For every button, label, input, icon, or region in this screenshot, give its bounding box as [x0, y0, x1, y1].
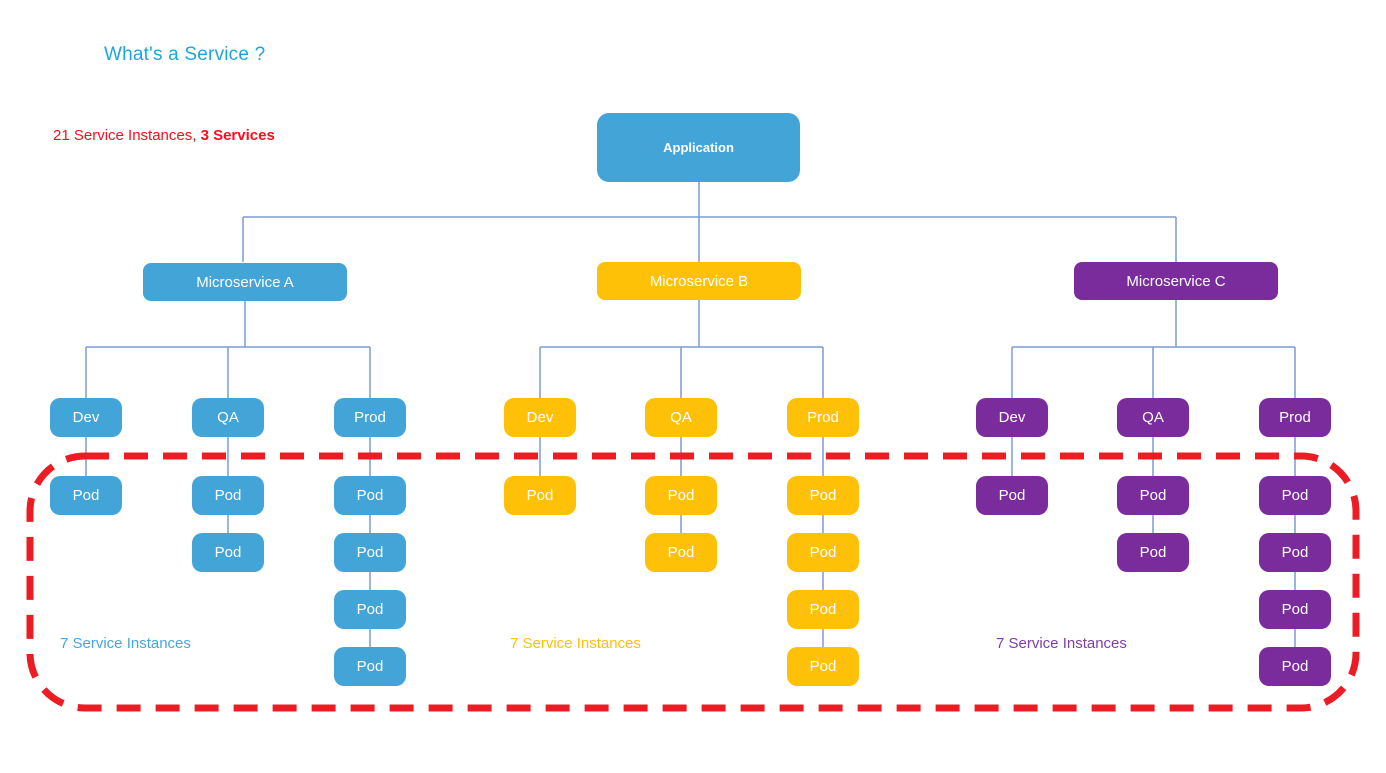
pod-node-c-prod-3: Pod	[1259, 590, 1331, 629]
microservice-c-node: Microservice C	[1074, 262, 1278, 300]
env-node-b-qa: QA	[645, 398, 717, 437]
microservice-b-node: Microservice B	[597, 262, 801, 300]
env-node-a-prod: Prod	[334, 398, 406, 437]
summary-label: 21 Service Instances, 3 Services	[53, 127, 275, 144]
instances-label-a: 7 Service Instances	[60, 635, 191, 652]
instances-label-c: 7 Service Instances	[996, 635, 1127, 652]
pod-node-c-qa-1: Pod	[1117, 476, 1189, 515]
application-tree-connectors	[242, 182, 1177, 262]
microservice-b-tree-connectors	[539, 300, 824, 647]
pod-node-b-qa-2: Pod	[645, 533, 717, 572]
pod-node-c-prod-2: Pod	[1259, 533, 1331, 572]
env-node-b-dev: Dev	[504, 398, 576, 437]
env-node-a-dev: Dev	[50, 398, 122, 437]
env-node-a-qa: QA	[192, 398, 264, 437]
pod-node-c-prod-4: Pod	[1259, 647, 1331, 686]
pod-node-a-qa-2: Pod	[192, 533, 264, 572]
pod-node-a-dev-1: Pod	[50, 476, 122, 515]
instances-label-b: 7 Service Instances	[510, 635, 641, 652]
env-node-c-qa: QA	[1117, 398, 1189, 437]
pod-node-b-prod-4: Pod	[787, 647, 859, 686]
pod-node-b-prod-3: Pod	[787, 590, 859, 629]
pods-boundary	[26, 452, 1360, 712]
pod-node-b-dev-1: Pod	[504, 476, 576, 515]
pod-node-c-prod-1: Pod	[1259, 476, 1331, 515]
pod-node-a-prod-2: Pod	[334, 533, 406, 572]
env-node-b-prod: Prod	[787, 398, 859, 437]
application-node: Application	[597, 113, 800, 182]
pod-node-b-qa-1: Pod	[645, 476, 717, 515]
page-title: What's a Service ?	[104, 44, 266, 65]
microservice-c-tree-connectors	[1011, 300, 1296, 647]
pod-node-c-qa-2: Pod	[1117, 533, 1189, 572]
summary-bold: 3 Services	[200, 127, 275, 144]
pod-node-a-prod-1: Pod	[334, 476, 406, 515]
pod-node-a-prod-3: Pod	[334, 590, 406, 629]
summary-prefix: 21 Service Instances,	[53, 127, 201, 144]
pod-node-c-dev-1: Pod	[976, 476, 1048, 515]
microservice-a-tree-connectors	[85, 301, 371, 647]
pod-node-b-prod-1: Pod	[787, 476, 859, 515]
pod-node-a-qa-1: Pod	[192, 476, 264, 515]
microservice-a-node: Microservice A	[143, 263, 347, 301]
pod-node-a-prod-4: Pod	[334, 647, 406, 686]
env-node-c-prod: Prod	[1259, 398, 1331, 437]
pod-node-b-prod-2: Pod	[787, 533, 859, 572]
env-node-c-dev: Dev	[976, 398, 1048, 437]
